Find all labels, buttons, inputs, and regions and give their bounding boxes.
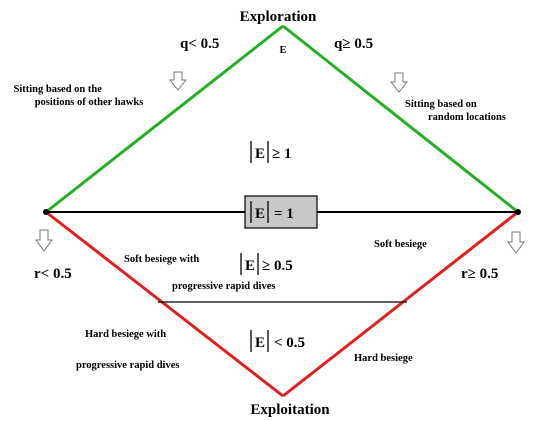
energy-hard-value: < 0.5: [274, 335, 305, 351]
exploration-edge-right: [282, 24, 519, 214]
arrow-down-icon: [35, 229, 53, 252]
left-vertex-dot: [43, 209, 49, 215]
exploration-edge-left: [45, 24, 284, 214]
energy-boundary-value: = 1: [274, 206, 294, 222]
energy-symbol: E: [245, 258, 255, 274]
right-vertex-dot: [515, 209, 521, 215]
condition-r-greater: r≥ 0.5: [461, 266, 498, 282]
energy-symbol: E: [255, 335, 265, 351]
energy-symbol: E: [255, 146, 265, 162]
condition-q-greater: q≥ 0.5: [334, 36, 373, 52]
upper-left-strategy: Sitting based on the positions of other …: [13, 84, 143, 108]
condition-r-less: r< 0.5: [34, 266, 72, 282]
energy-symbol: E: [255, 206, 265, 222]
hard-besiege-dives-label: Hard besiege with progressive rapid dive…: [76, 329, 179, 371]
exploration-title: Exploration: [240, 9, 317, 25]
apex-label: E: [279, 45, 286, 56]
upper-right-strategy: Sitting based on random locations: [405, 99, 506, 123]
exploitation-title: Exploitation: [250, 402, 330, 418]
hard-besiege-label: Hard besiege: [354, 353, 413, 364]
soft-besiege-label: Soft besiege: [374, 239, 427, 250]
energy-soft-value: ≥ 0.5: [262, 258, 293, 274]
exploitation-edge-left: [45, 210, 284, 398]
energy-boundary-box: [244, 195, 318, 229]
energy-exploration-value: ≥ 1: [272, 146, 291, 162]
condition-q-less: q< 0.5: [180, 36, 219, 52]
arrow-down-icon: [389, 72, 409, 93]
arrow-down-icon: [168, 71, 188, 91]
soft-besiege-dives-label: Soft besiege with progressive rapid dive…: [124, 254, 275, 292]
exploitation-edge-right: [282, 210, 519, 398]
arrow-down-icon: [507, 231, 525, 254]
